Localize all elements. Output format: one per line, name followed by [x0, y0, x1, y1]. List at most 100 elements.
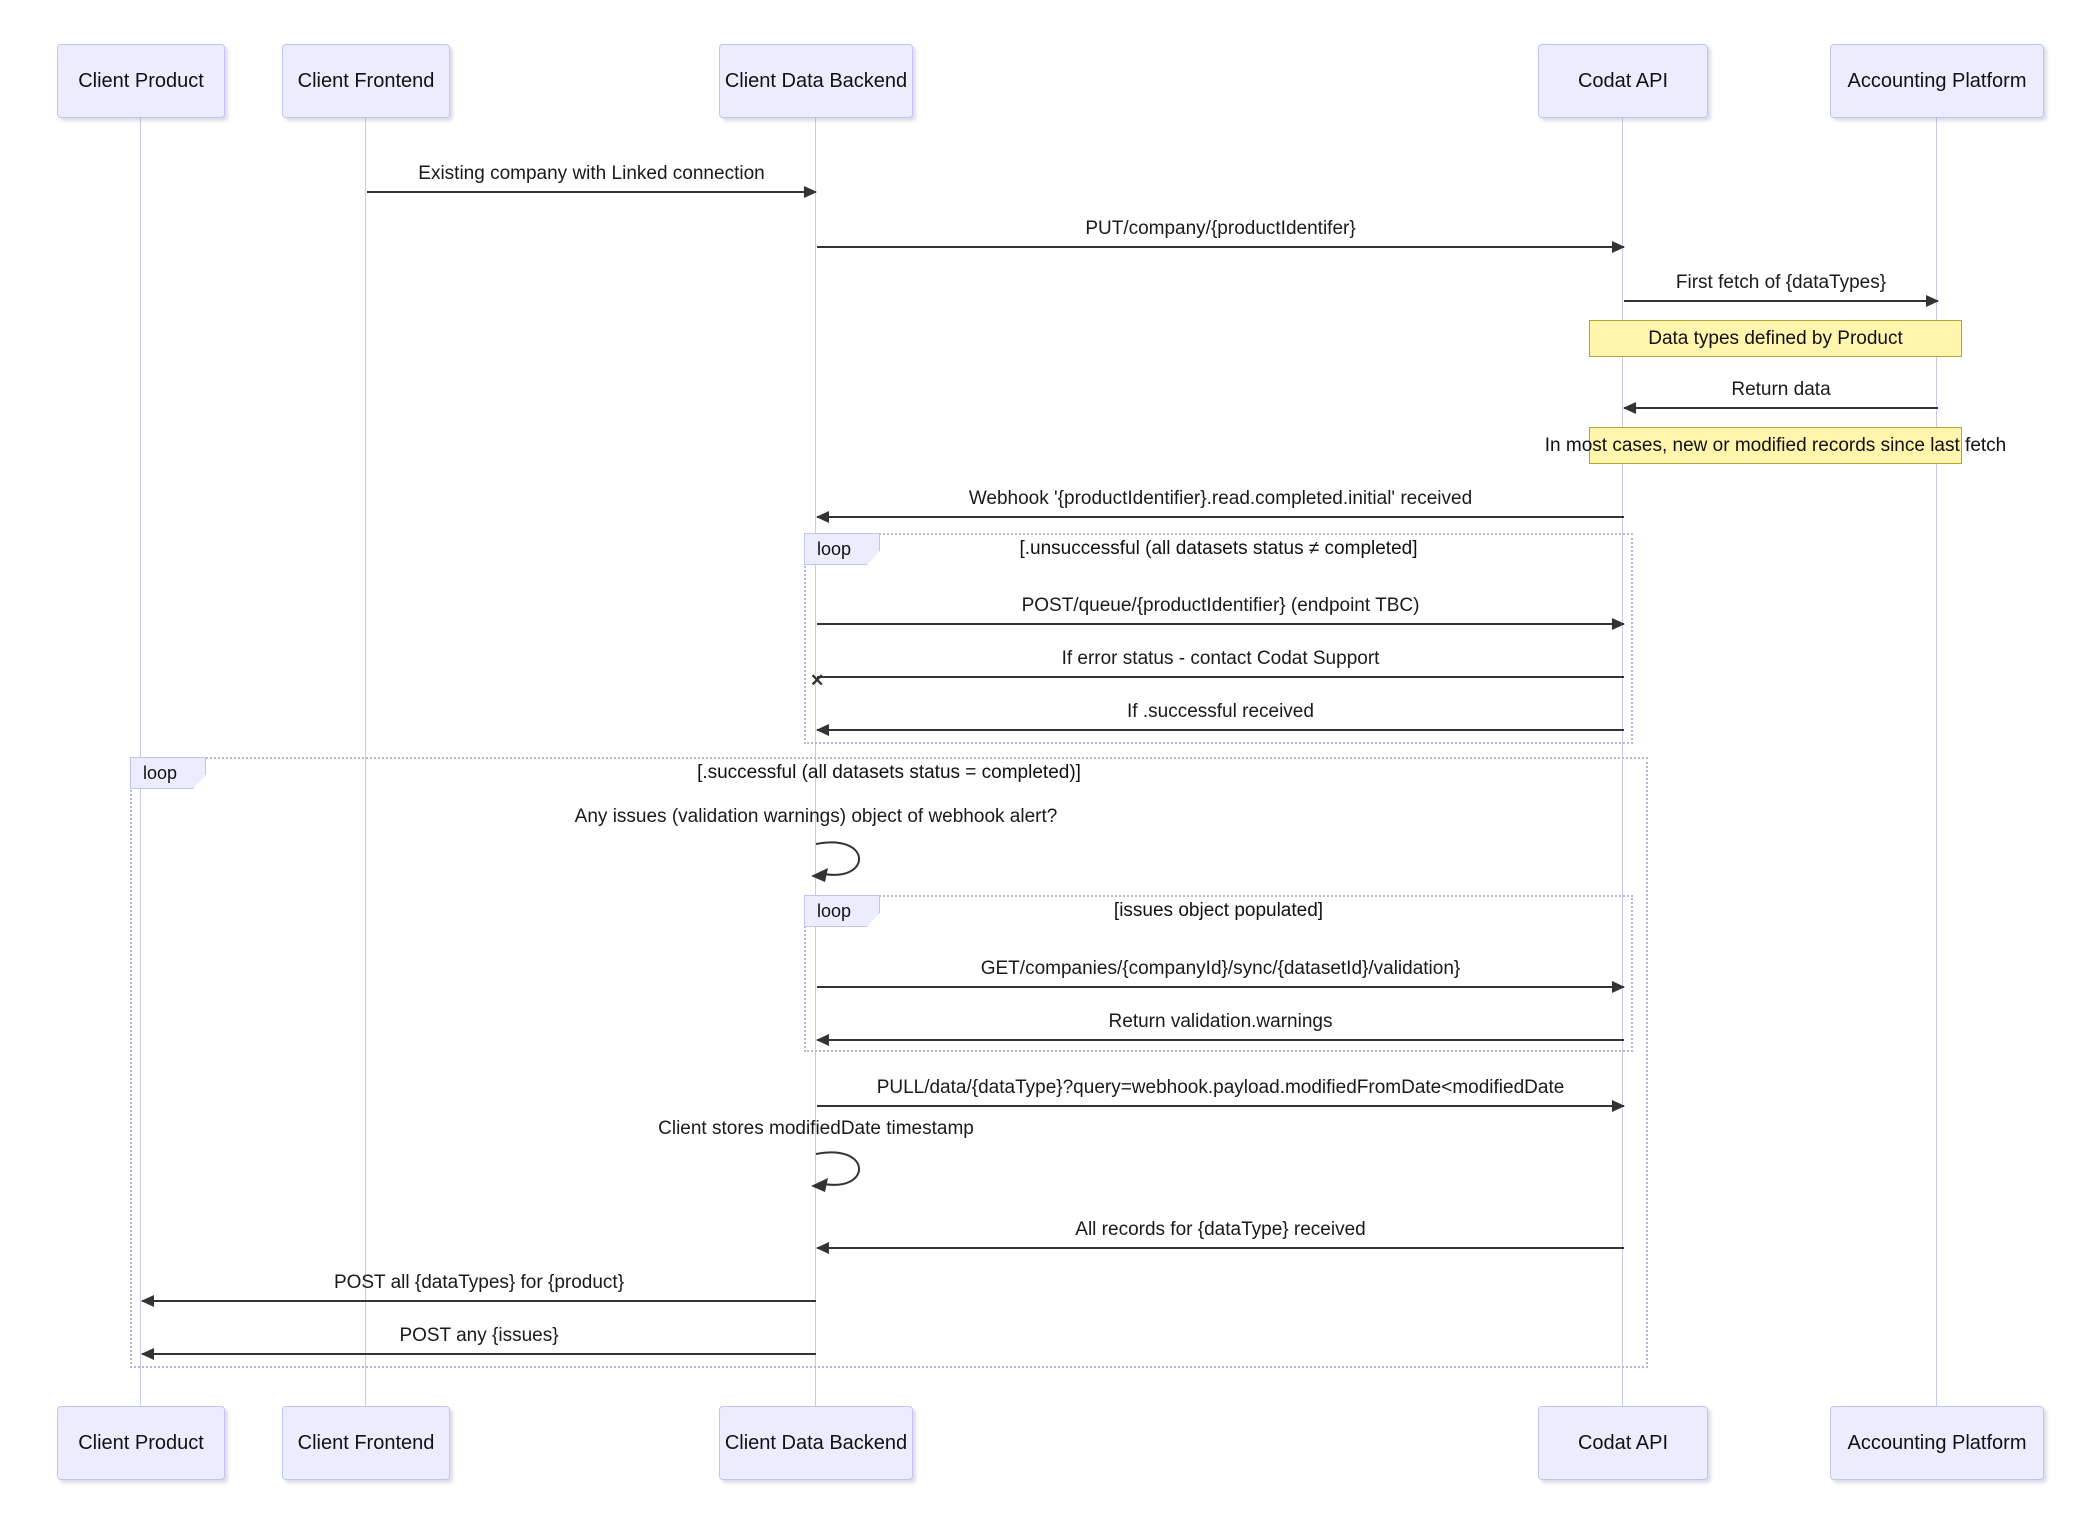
arrowhead-right-icon	[1612, 1100, 1625, 1112]
loop-condition-unsuccessful: [.unsuccessful (all datasets status ≠ co…	[1019, 538, 1418, 559]
message-text: POST all {dataTypes} for {product}	[333, 1272, 625, 1293]
actor-label: Client Product	[78, 1431, 204, 1454]
message-post-all: POST all {dataTypes} for {product}	[141, 1272, 816, 1307]
message-text: GET/companies/{companyId}/sync/{datasetI…	[980, 958, 1461, 979]
arrow-line	[817, 1105, 1624, 1107]
arrow-line	[1624, 300, 1938, 302]
message-text: First fetch of {dataTypes}	[1675, 272, 1887, 293]
actor-codat-api-bottom: Codat API	[1538, 1406, 1708, 1480]
message-text: POST any {issues}	[399, 1325, 559, 1346]
message-post-issues: POST any {issues}	[141, 1325, 816, 1360]
arrowhead-left-icon	[816, 511, 829, 523]
message-text: PUT/company/{productIdentifer}	[1085, 218, 1356, 239]
note-text: Data types defined by Product	[1648, 327, 1903, 349]
message-text: PULL/data/{dataType}?query=webhook.paylo…	[876, 1077, 1565, 1098]
note-data-types: Data types defined by Product	[1589, 320, 1962, 357]
arrow-line	[817, 1039, 1624, 1041]
message-text: Client stores modifiedDate timestamp	[658, 1118, 974, 1139]
note-text: In most cases, new or modified records s…	[1544, 434, 2007, 456]
actor-codat-api-top: Codat API	[1538, 44, 1708, 118]
message-text: Webhook '{productIdentifier}.read.comple…	[968, 488, 1473, 509]
arrowhead-left-icon	[1623, 402, 1636, 414]
loop-label: loop	[804, 533, 880, 565]
arrow-line	[817, 729, 1624, 731]
arrowhead-right-icon	[1612, 618, 1625, 630]
arrowhead-right-icon	[1926, 295, 1939, 307]
self-loop-arrow-icon	[811, 1151, 860, 1192]
loop-label: loop	[804, 895, 880, 927]
arrow-line	[817, 623, 1624, 625]
actor-label: Accounting Platform	[1847, 1431, 2027, 1454]
message-all-records: All records for {dataType} received	[816, 1219, 1624, 1254]
arrowhead-left-icon	[816, 1242, 829, 1254]
loop-label: loop	[130, 757, 206, 789]
cross-marker-icon: ✕	[810, 671, 825, 690]
actor-label: Codat API	[1577, 69, 1669, 92]
actor-accounting-platform-bottom: Accounting Platform	[1830, 1406, 2044, 1480]
loop-label-text: loop	[817, 900, 852, 921]
arrowhead-right-icon	[1612, 981, 1625, 993]
actor-client-product-bottom: Client Product	[57, 1406, 225, 1480]
arrow-line	[817, 676, 1624, 678]
loop-frame-issues: loop [issues object populated]	[804, 895, 1633, 1052]
actor-label: Client Data Backend	[724, 69, 908, 92]
message-return-data: Return data	[1623, 379, 1938, 414]
message-return-warnings: Return validation.warnings	[816, 1011, 1624, 1046]
message-text: All records for {dataType} received	[1075, 1219, 1366, 1240]
actor-label: Client Frontend	[297, 1431, 435, 1454]
message-if-error: If error status - contact Codat Support …	[810, 648, 1624, 689]
arrowhead-left-icon	[816, 1034, 829, 1046]
actor-accounting-platform-top: Accounting Platform	[1830, 44, 2044, 118]
arrow-line	[142, 1353, 816, 1355]
message-text: If .successful received	[1127, 701, 1314, 722]
message-post-queue: POST/queue/{productIdentifier} (endpoint…	[817, 595, 1625, 630]
arrow-line	[142, 1300, 816, 1302]
message-webhook-received: Webhook '{productIdentifier}.read.comple…	[816, 488, 1624, 523]
arrowhead-left-icon	[816, 724, 829, 736]
message-text: Return data	[1731, 379, 1831, 400]
lifeline-codat-api	[1622, 118, 1623, 1406]
arrow-line	[817, 1247, 1624, 1249]
arrowhead-right-icon	[1612, 241, 1625, 253]
actor-client-frontend-bottom: Client Frontend	[282, 1406, 450, 1480]
loop-label-text: loop	[143, 762, 178, 783]
lifeline-client-data-backend	[815, 118, 816, 1406]
actor-client-data-backend-top: Client Data Backend	[719, 44, 913, 118]
message-text: POST/queue/{productIdentifier} (endpoint…	[1021, 595, 1420, 616]
actor-client-frontend-top: Client Frontend	[282, 44, 450, 118]
arrow-line	[817, 516, 1624, 518]
actor-client-product-top: Client Product	[57, 44, 225, 118]
message-first-fetch: First fetch of {dataTypes}	[1624, 272, 1939, 307]
message-get-validation: GET/companies/{companyId}/sync/{datasetI…	[817, 958, 1625, 993]
arrowhead-left-icon	[141, 1348, 154, 1360]
loop-condition-successful: [.successful (all datasets status = comp…	[697, 762, 1081, 783]
arrowhead-right-icon	[804, 186, 817, 198]
actor-label: Codat API	[1577, 1431, 1669, 1454]
arrow-line	[367, 191, 816, 193]
arrow-line	[817, 986, 1624, 988]
actor-label: Client Product	[78, 69, 204, 92]
note-most-cases: In most cases, new or modified records s…	[1545, 427, 2006, 464]
message-put-company: PUT/company/{productIdentifer}	[817, 218, 1625, 253]
message-pull-data: PULL/data/{dataType}?query=webhook.paylo…	[817, 1077, 1625, 1112]
actor-label: Client Frontend	[297, 69, 435, 92]
message-if-successful: If .successful received	[816, 701, 1624, 736]
actor-client-data-backend-bottom: Client Data Backend	[719, 1406, 913, 1480]
message-text: Return validation.warnings	[1108, 1011, 1333, 1032]
loop-label-text: loop	[817, 538, 852, 559]
loop-frame-unsuccessful: loop [.unsuccessful (all datasets status…	[804, 533, 1633, 744]
lifeline-client-frontend	[365, 118, 366, 1406]
arrowhead-left-icon	[141, 1295, 154, 1307]
arrow-line	[817, 246, 1624, 248]
loop-frame-successful: loop [.successful (all datasets status =…	[130, 757, 1648, 1368]
message-text: Existing company with Linked connection	[418, 163, 765, 184]
message-text: If error status - contact Codat Support	[1061, 648, 1380, 669]
actor-label: Accounting Platform	[1847, 69, 2027, 92]
actor-label: Client Data Backend	[724, 1431, 908, 1454]
message-existing-company: Existing company with Linked connection	[367, 163, 817, 198]
message-text: Any issues (validation warnings) object …	[574, 806, 1058, 827]
lifeline-accounting-platform	[1936, 118, 1937, 1406]
arrow-line	[1624, 407, 1938, 409]
self-loop-arrow-icon	[811, 841, 860, 882]
